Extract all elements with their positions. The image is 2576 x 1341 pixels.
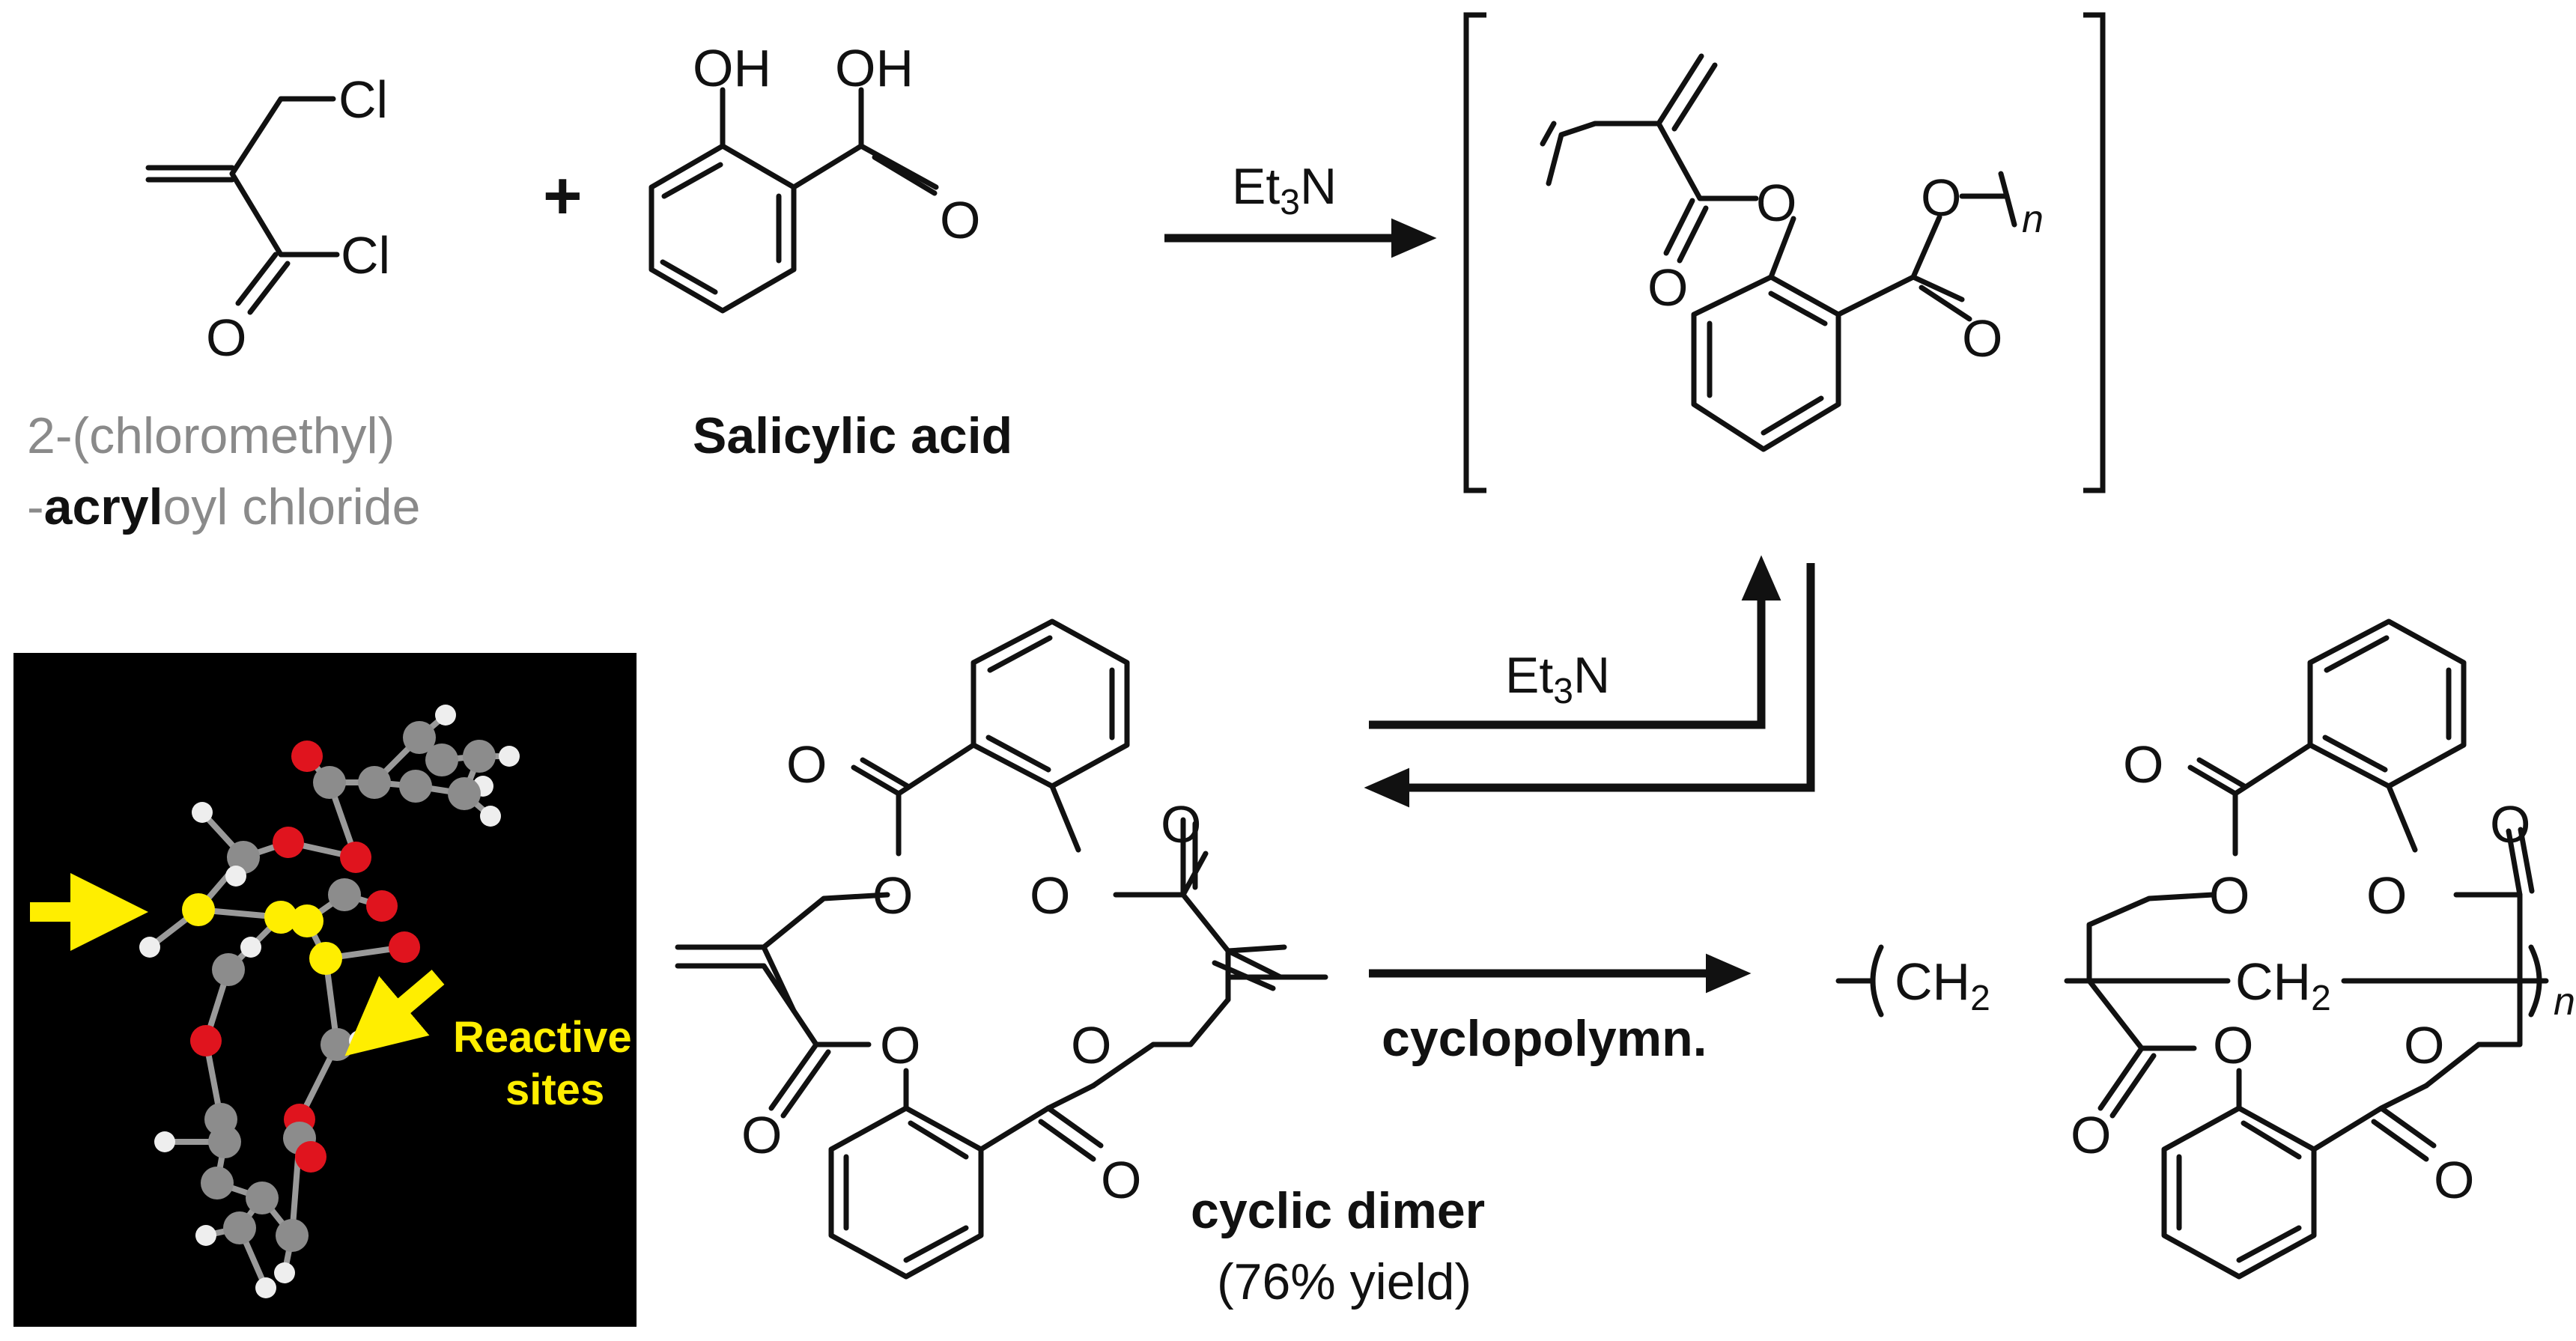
- model-atom: [154, 1131, 175, 1152]
- reactive-sites-label-2: sites: [505, 1065, 604, 1114]
- model-atom: [208, 1125, 241, 1158]
- equilibrium-arrows: Et3N: [1364, 555, 1815, 808]
- atom-cl-chloromethyl: Cl: [338, 70, 388, 129]
- poly-atom-o2: O: [2209, 866, 2250, 925]
- bracket-left: [1463, 12, 1486, 493]
- model-atom: [448, 777, 481, 810]
- model-atom: [255, 1277, 276, 1298]
- model-atom: [190, 1025, 222, 1056]
- plus-sign: +: [543, 159, 583, 234]
- model-atom: [295, 1141, 326, 1173]
- model-atom: [349, 1030, 370, 1051]
- atom-cl-acyl: Cl: [341, 226, 390, 285]
- reagent1-name-bold: acryl: [44, 478, 163, 535]
- model-atom: [223, 1211, 256, 1244]
- ch2-left: CH2: [1895, 952, 1990, 1018]
- poly-atom-o8: O: [2434, 1151, 2474, 1209]
- dimer-atom-o6: O: [880, 1016, 920, 1074]
- molecular-model-panel: Reactive sites: [13, 653, 637, 1327]
- dimer-atom-o4: O: [1161, 795, 1201, 854]
- cyclo-arrow-label: cyclopolymn.: [1382, 1010, 1707, 1067]
- poly-atom-o5: O: [2071, 1106, 2111, 1164]
- atom-oh-acid: OH: [835, 39, 914, 97]
- model-atom: [201, 1167, 234, 1199]
- reactive-sites-label-1: Reactive: [453, 1013, 632, 1062]
- atom-o-carbonyl2: O: [1962, 309, 2002, 368]
- model-reactive-atom: [291, 904, 323, 937]
- model-reactive-atom: [182, 893, 215, 926]
- reagent-chloromethylacryloyl-chloride: Cl Cl O 2-(chloromethyl) -acryloyl chlor…: [27, 70, 420, 535]
- model-atom: [435, 705, 456, 726]
- atom-o-acid-carbonyl: O: [940, 191, 980, 249]
- atom-oh-phenol: OH: [693, 39, 771, 97]
- model-atom: [139, 937, 160, 958]
- poly-atom-o7: O: [2404, 1016, 2444, 1074]
- model-atom: [273, 827, 304, 858]
- model-atom: [328, 878, 361, 911]
- model-atom: [403, 721, 436, 754]
- poly-atom-o1: O: [2123, 735, 2163, 794]
- poly-atom-o6: O: [2213, 1016, 2253, 1074]
- reagent1-name-line2: -acryloyl chloride: [27, 478, 420, 535]
- model-atom: [340, 842, 371, 873]
- dimer-name: cyclic dimer: [1191, 1182, 1485, 1239]
- model-reactive-atom: [264, 901, 297, 934]
- model-atom: [227, 841, 260, 874]
- reagent1-name-rest: oyl chloride: [162, 478, 420, 535]
- dimer-atom-o2: O: [872, 866, 913, 925]
- equilibrium-label: Et3N: [1505, 647, 1610, 711]
- polymer-top: O O O O n: [1463, 12, 2106, 493]
- arrow-up-to-polymer: [1369, 555, 1781, 729]
- model-atom: [358, 766, 391, 799]
- model-atom: [321, 1028, 353, 1061]
- model-atom: [463, 740, 496, 773]
- model-atom: [276, 1219, 309, 1252]
- dimer-atom-o8: O: [1101, 1151, 1141, 1209]
- model-atom: [274, 1262, 295, 1283]
- cyclo-arrow-group: cyclopolymn.: [1369, 953, 1752, 1067]
- model-atom: [499, 746, 520, 767]
- cyclopolymer: n CH2 CH2 O O O O O O O O: [1835, 618, 2575, 1280]
- model-reactive-atom: [309, 942, 342, 975]
- model-atom: [399, 770, 432, 803]
- poly-atom-o4: O: [2490, 795, 2530, 854]
- model-atom: [366, 890, 398, 922]
- dimer-atom-o3: O: [1030, 866, 1070, 925]
- dimer-atom-o7: O: [1071, 1016, 1111, 1074]
- model-atom: [192, 802, 213, 823]
- model-atom: [212, 953, 245, 986]
- model-atom: [195, 1225, 216, 1246]
- atom-o-carbonyl1: O: [1647, 258, 1688, 317]
- model-atom: [425, 744, 458, 776]
- bracket-right: [2083, 12, 2106, 493]
- poly-atom-o3: O: [2366, 866, 2407, 925]
- model-atom: [389, 931, 420, 963]
- dimer-atom-o1: O: [786, 735, 827, 794]
- model-atom: [225, 866, 246, 887]
- model-atom: [480, 806, 501, 827]
- reagent1-name-prefix: -: [27, 478, 44, 535]
- model-atom: [313, 766, 346, 799]
- top-arrow-label: Et3N: [1232, 158, 1337, 222]
- atom-o-carbonyl: O: [206, 308, 246, 367]
- repeat-n-top: n: [2022, 198, 2044, 241]
- cyclic-dimer: O O O O O O O O cyclic dimer (76% yield): [675, 618, 1485, 1310]
- reagent1-name-line1: 2-(chloromethyl): [27, 407, 395, 464]
- top-arrow-group: Et3N: [1164, 158, 1437, 258]
- model-atom: [240, 937, 261, 958]
- reactive-site-arrow-right: [344, 970, 445, 1056]
- model-background: [13, 653, 637, 1327]
- model-atom: [246, 1182, 279, 1214]
- dimer-yield: (76% yield): [1217, 1253, 1471, 1310]
- reagent2-name: Salicylic acid: [693, 407, 1012, 464]
- ch2-right: CH2: [2235, 952, 2331, 1018]
- dimer-atom-o5: O: [741, 1106, 782, 1164]
- repeat-n-right: n: [2554, 980, 2575, 1024]
- atom-o-chain: O: [1921, 168, 1961, 227]
- model-atom: [291, 741, 323, 772]
- arrow-back-to-dimer: [1364, 563, 1815, 808]
- reagent-salicylic-acid: OH OH O Salicylic acid: [648, 39, 1012, 464]
